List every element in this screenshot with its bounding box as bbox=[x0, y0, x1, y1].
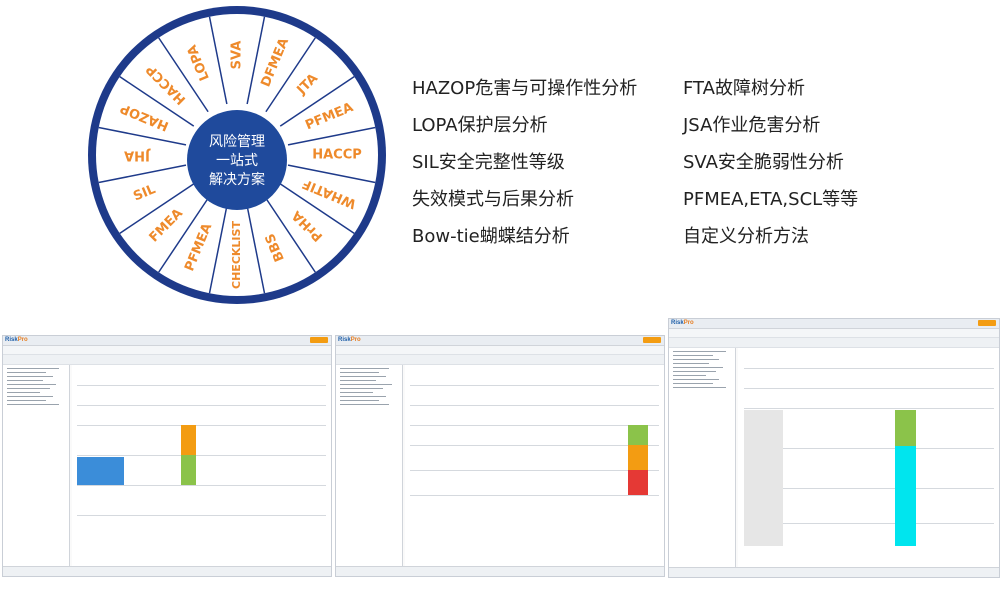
status-bar bbox=[336, 566, 664, 576]
app-logo: RiskPro bbox=[671, 320, 694, 326]
method-right-1: FTA故障树分析 bbox=[683, 78, 805, 99]
method-left-3: SIL安全完整性等级 bbox=[412, 152, 565, 173]
risk-cell-red bbox=[627, 470, 649, 495]
screenshot-hazop: RiskPro bbox=[2, 335, 332, 577]
worksheet bbox=[738, 348, 999, 567]
project-tree bbox=[336, 365, 403, 566]
app-tabs bbox=[336, 355, 664, 365]
wheel-divider bbox=[158, 197, 209, 273]
method-right-2: JSA作业危害分析 bbox=[683, 115, 821, 136]
project-tree bbox=[669, 348, 736, 567]
method-left-5: Bow-tie蝴蝶结分析 bbox=[412, 226, 570, 247]
method-left-1: HAZOP危害与可操作性分析 bbox=[412, 78, 638, 99]
wheel-divider bbox=[279, 183, 355, 234]
header-action-button[interactable] bbox=[978, 320, 996, 326]
wheel-divider bbox=[158, 37, 209, 113]
selected-group bbox=[743, 410, 783, 546]
app-tabs bbox=[3, 355, 331, 365]
method-right-3: SVA安全脆弱性分析 bbox=[683, 152, 844, 173]
app-header: RiskPro bbox=[3, 336, 331, 346]
wheel-divider bbox=[265, 37, 316, 113]
risk-cell-cyan bbox=[894, 446, 916, 546]
risk-cell-orange bbox=[627, 445, 649, 470]
app-header: RiskPro bbox=[669, 319, 999, 329]
wheel-divider bbox=[287, 126, 376, 146]
wheel-segment-checklist: CHECKLIST bbox=[230, 221, 243, 289]
app-toolbar bbox=[3, 346, 331, 355]
method-right-5: 自定义分析方法 bbox=[683, 226, 809, 247]
app-toolbar bbox=[669, 329, 999, 338]
wheel-center-line-3: 解决方案 bbox=[209, 171, 265, 188]
risk-cell-green bbox=[894, 410, 916, 446]
app-toolbar bbox=[336, 346, 664, 355]
wheel-segment-haccp: HACCP bbox=[312, 148, 362, 163]
wheel-divider bbox=[265, 197, 316, 273]
risk-cell-orange bbox=[180, 425, 197, 455]
wheel-segment-jha: JHA bbox=[124, 148, 151, 163]
selected-row bbox=[77, 457, 124, 485]
header-action-button[interactable] bbox=[643, 337, 661, 343]
wheel-divider bbox=[246, 205, 266, 294]
wheel-divider bbox=[246, 16, 266, 105]
header-action-button[interactable] bbox=[310, 337, 328, 343]
wheel-center bbox=[187, 110, 287, 210]
risk-cell-green bbox=[180, 455, 197, 485]
wheel-divider bbox=[119, 183, 195, 234]
wheel-center-line-2: 一站式 bbox=[216, 153, 258, 169]
wheel-divider bbox=[208, 16, 228, 105]
wheel-center-line-1: 风险管理 bbox=[209, 134, 265, 150]
method-left-4: 失效模式与后果分析 bbox=[412, 189, 574, 210]
risk-cell-green bbox=[627, 425, 649, 445]
wheel-divider bbox=[98, 164, 187, 184]
screenshot-fmea: RiskPro bbox=[668, 318, 1000, 578]
wheel-segment-sva: SVA bbox=[230, 41, 245, 70]
app-logo: RiskPro bbox=[338, 337, 361, 343]
method-left-2: LOPA保护层分析 bbox=[412, 115, 548, 136]
status-bar bbox=[3, 566, 331, 576]
project-tree bbox=[3, 365, 70, 566]
screenshot-bowtie: RiskPro bbox=[335, 335, 665, 577]
app-logo: RiskPro bbox=[5, 337, 28, 343]
status-bar bbox=[669, 567, 999, 577]
worksheet bbox=[71, 365, 331, 566]
method-right-4: PFMEA,ETA,SCL等等 bbox=[683, 189, 859, 210]
wheel-dividers bbox=[98, 16, 376, 294]
wheel-divider bbox=[287, 164, 376, 184]
wheel-divider bbox=[98, 126, 187, 146]
app-header: RiskPro bbox=[336, 336, 664, 346]
app-tabs bbox=[669, 338, 999, 348]
wheel-divider bbox=[279, 76, 355, 127]
method-list: HAZOP危害与可操作性分析 LOPA保护层分析 SIL安全完整性等级 失效模式… bbox=[410, 0, 1000, 300]
wheel-divider bbox=[119, 76, 195, 127]
worksheet bbox=[404, 365, 664, 566]
wheel-divider bbox=[208, 205, 228, 294]
